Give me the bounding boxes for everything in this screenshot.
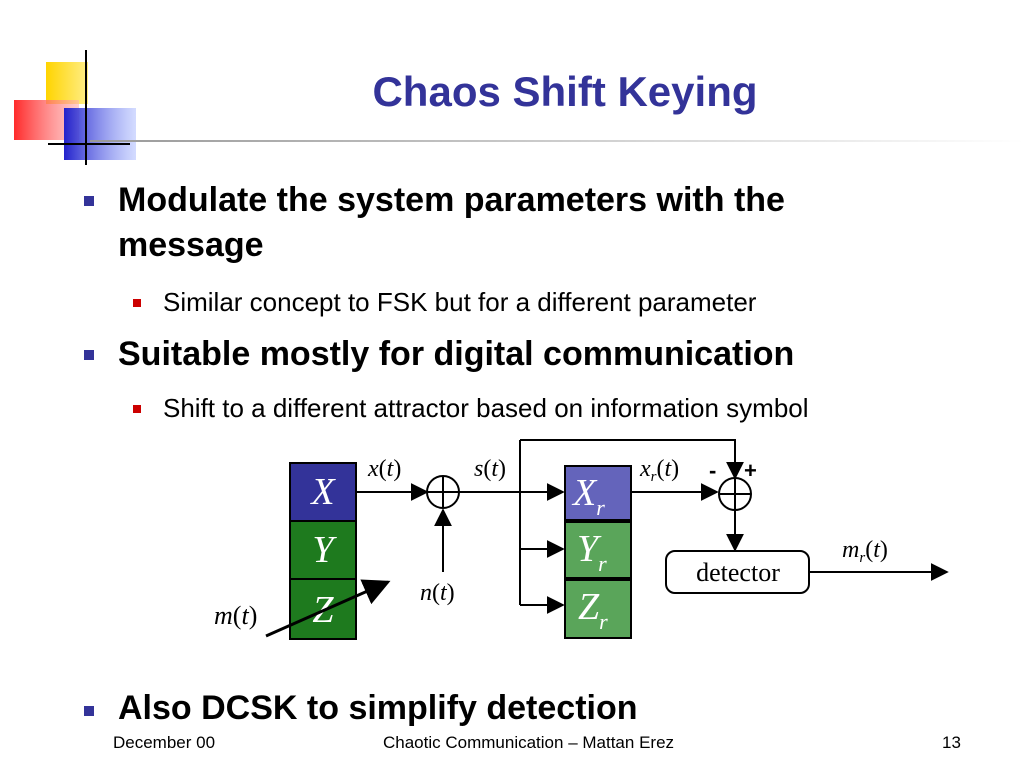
rx-block-z [564, 579, 632, 639]
label-x-t: x(t) [367, 456, 401, 482]
minus-sign: - [709, 458, 716, 483]
title-underline [90, 140, 1024, 142]
rx-block-y [564, 521, 632, 579]
sub-bullet-marker [133, 405, 141, 413]
footer-page-number: 13 [942, 733, 961, 752]
bullet-1-sub-text: Similar concept to FSK but for a differe… [163, 287, 757, 317]
corner-logo-graphic [14, 50, 136, 165]
bullet-marker [84, 196, 94, 206]
corner-logo [0, 0, 140, 170]
bullet-marker [84, 706, 94, 716]
tx-block-x [289, 462, 357, 522]
bullet-marker [84, 350, 94, 360]
s-feedforward-line [520, 439, 744, 480]
footer-date: December 00 [113, 733, 216, 752]
footer-center-text: Chaotic Communication – Mattan Erez [383, 733, 675, 752]
plus-sign: + [744, 458, 757, 483]
tx-label-x: X [309, 471, 336, 513]
bullet-2-text: Suitable mostly for digital communicatio… [118, 335, 795, 373]
tx-label-y: Y [312, 529, 337, 571]
bullet-3-text: Also DCSK to simplify detection [118, 689, 638, 727]
sub-bullet-marker [133, 299, 141, 307]
detector-label: detector [696, 558, 780, 587]
tx-block-z [289, 578, 357, 640]
bullet-1-text: Modulate the system parameters with the … [118, 181, 785, 264]
label-xr-t: xr(t) [639, 456, 679, 485]
slide-title: Chaos Shift Keying [372, 68, 758, 115]
label-mr-t: mr(t) [842, 537, 888, 566]
bullet-2-sub-text: Shift to a different attractor based on … [163, 393, 809, 423]
label-m-t: m(t) [214, 601, 257, 630]
label-s-t: s(t) [474, 456, 506, 482]
rx-label-y: Yr [577, 528, 607, 576]
rx-label-x: Xr [571, 472, 605, 520]
message-input-arrow [265, 579, 391, 638]
rx-label-z: Zr [578, 586, 608, 634]
tx-block-y [289, 520, 357, 580]
label-n-t: n(t) [420, 580, 455, 606]
